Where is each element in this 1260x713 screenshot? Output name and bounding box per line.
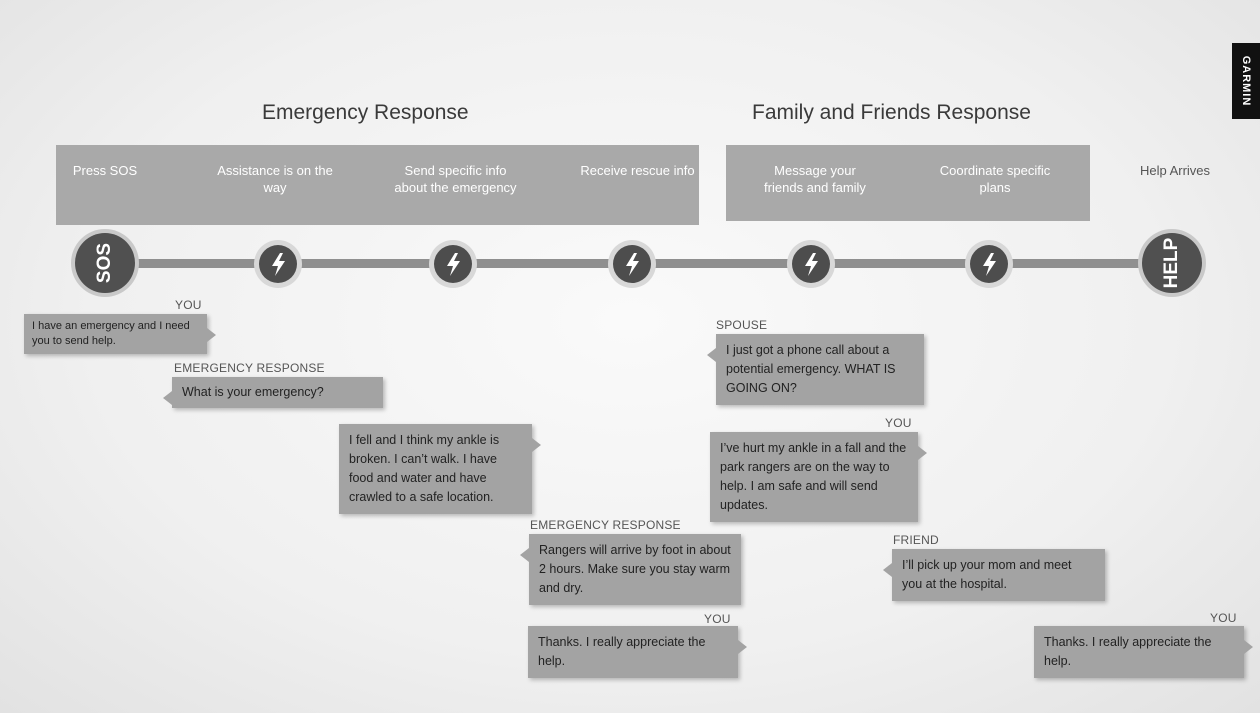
garmin-logo: GARMIN	[1232, 43, 1260, 119]
message-bubble: I just got a phone call about a potentia…	[707, 334, 924, 405]
message-bubble: I’ve hurt my ankle in a fall and the par…	[710, 432, 927, 522]
lightning-icon	[626, 253, 639, 276]
timeline-node-6	[970, 245, 1008, 283]
lightning-icon	[983, 253, 996, 276]
message-bubble: What is your emergency?	[163, 377, 383, 408]
message-sender: YOU	[704, 612, 731, 626]
lightning-icon	[805, 253, 818, 276]
message-bubble: I fell and I think my ankle is broken. I…	[339, 424, 541, 514]
emergency-steps-band	[56, 145, 699, 225]
message-bubble: Rangers will arrive by foot in about 2 h…	[520, 534, 741, 605]
message-sender: SPOUSE	[716, 318, 768, 332]
message-sender: EMERGENCY RESPONSE	[530, 518, 681, 532]
message-sender: FRIEND	[893, 533, 939, 547]
message-bubble: Thanks. I really appreciate the help.	[528, 626, 747, 678]
step-help-arrives: Help Arrives	[1139, 163, 1211, 178]
family-response-heading: Family and Friends Response	[752, 101, 1031, 124]
message-bubble: Thanks. I really appreciate the help.	[1034, 626, 1253, 678]
sos-node-label: SOS	[94, 242, 115, 284]
step-receive-rescue-info: Receive rescue info	[580, 163, 695, 178]
message-sender: YOU	[1210, 611, 1237, 625]
help-node: HELP	[1142, 233, 1202, 293]
message-sender: YOU	[175, 298, 202, 312]
lightning-icon	[447, 253, 460, 276]
emergency-response-heading: Emergency Response	[262, 101, 469, 124]
timeline-node-2	[259, 245, 297, 283]
message-sender: EMERGENCY RESPONSE	[174, 361, 325, 375]
brand-text: GARMIN	[1240, 55, 1252, 107]
help-node-label: HELP	[1161, 237, 1182, 289]
step-assistance-on-way: Assistance is on the way	[217, 163, 333, 195]
family-steps-band	[726, 145, 1090, 221]
message-bubble: I’ll pick up your mom and meet you at th…	[883, 549, 1105, 601]
step-send-specific-info: Send specific info about the emergency	[394, 163, 517, 195]
message-sender: YOU	[885, 416, 912, 430]
timeline-node-3	[434, 245, 472, 283]
sos-node: SOS	[75, 233, 135, 293]
timeline-node-4	[613, 245, 651, 283]
step-message-friends: Message your friends and family	[764, 163, 866, 195]
step-coordinate-plans: Coordinate specific plans	[939, 163, 1051, 195]
message-bubble: I have an emergency and I need you to se…	[24, 314, 216, 354]
timeline-node-5	[792, 245, 830, 283]
lightning-icon	[272, 253, 285, 276]
step-press-sos: Press SOS	[72, 163, 138, 178]
